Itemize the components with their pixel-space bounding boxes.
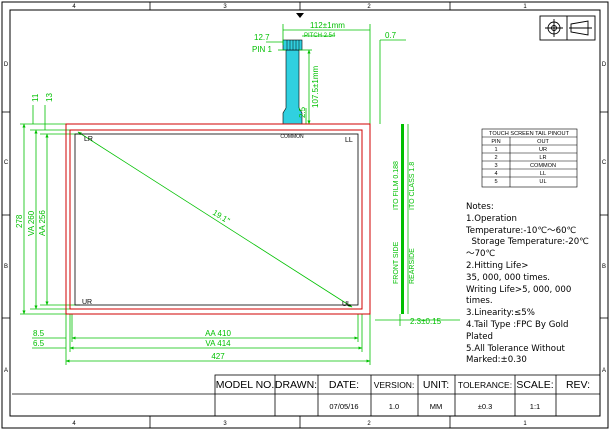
pinout-out-3: COMMON xyxy=(530,163,556,169)
pinout-out-5: UL xyxy=(539,179,546,185)
zone-right-c: C xyxy=(602,160,607,166)
title-model-label: MODEL NO. xyxy=(216,379,275,391)
pinout-out-1: UR xyxy=(539,147,547,153)
zone-ticks xyxy=(2,2,608,428)
zone-top-4: 4 xyxy=(72,4,76,10)
pinout-pin-4: 4 xyxy=(494,171,497,177)
dim-top-offset-1: 11 xyxy=(31,93,40,102)
title-tolerance-label: TOLERANCE: xyxy=(458,380,512,390)
dim-thickness: 0.7 xyxy=(385,31,397,40)
zone-top-1: 1 xyxy=(523,4,527,10)
zone-right-b: B xyxy=(602,264,606,270)
note-line: 5.All Tolerance Without xyxy=(466,343,565,354)
dim-tail-stub: 2.5 xyxy=(298,106,307,118)
dim-height-outer: 278 xyxy=(15,214,24,228)
zone-left-b: B xyxy=(4,264,8,270)
dim-top-offset-2: 13 xyxy=(45,93,54,102)
note-line: ～70℃ xyxy=(466,249,496,260)
note-line: 1.Operation xyxy=(466,213,517,224)
dim-diagonal: 19.1" xyxy=(211,208,232,225)
note-line: Temperature:-10℃～60℃ xyxy=(466,225,577,236)
title-date-label: DATE: xyxy=(329,379,359,391)
pinout-pin-1: 1 xyxy=(494,147,497,153)
title-drawn-label: DRAWN: xyxy=(275,379,317,391)
note-line: Marked:±0.30 xyxy=(466,355,527,366)
zone-left-c: C xyxy=(4,160,9,166)
frame-center-mark xyxy=(296,13,304,18)
dim-width-va: VA 414 xyxy=(205,339,231,348)
title-version-label: VERSION: xyxy=(374,380,415,390)
pinout-table xyxy=(481,128,578,188)
zone-bottom-4: 4 xyxy=(72,421,76,427)
dimension-lines xyxy=(20,24,460,365)
ito-film-bar xyxy=(401,124,404,314)
corner-ur: UR xyxy=(82,299,92,306)
notes-heading: Notes: xyxy=(466,202,494,212)
pinout-out-2: LR xyxy=(539,155,546,161)
corner-lr: LR xyxy=(84,136,93,143)
note-line: Plated xyxy=(466,331,493,342)
panel-outline xyxy=(65,123,371,315)
dim-pitch-total: 112±1mm xyxy=(310,21,345,30)
dim-tail-offset: 12.7 xyxy=(254,33,270,42)
pinout-header-pin: PIN xyxy=(491,139,500,145)
title-unit-label: UNIT: xyxy=(423,379,449,391)
dim-side-offset-2: 6.5 xyxy=(33,339,45,348)
zone-top-3: 3 xyxy=(223,4,227,10)
dim-edge: 2.3±0.15 xyxy=(410,317,442,326)
zone-left-a: A xyxy=(4,368,8,374)
fpc-pins xyxy=(286,40,300,50)
label-ito-film: ITO FILM 0.188 xyxy=(393,161,400,210)
active-area xyxy=(74,133,359,306)
dim-side-offset-1: 8.5 xyxy=(33,329,45,338)
title-rev-label: REV: xyxy=(566,379,590,391)
note-line: 35, 000, 000 times. xyxy=(466,272,551,283)
zone-bottom-1: 1 xyxy=(523,421,527,427)
zone-right-a: A xyxy=(602,368,606,374)
note-line: 2.Hitting Life> xyxy=(466,260,529,271)
corner-ul: UL xyxy=(342,301,351,308)
note-line: times. xyxy=(466,296,493,307)
label-front-side: FRONT SIDE xyxy=(393,241,400,284)
viewing-area xyxy=(69,129,363,310)
corner-ll: LL xyxy=(345,137,353,144)
zone-top-2: 2 xyxy=(367,4,371,10)
dim-height-aa: AA 256 xyxy=(38,210,47,236)
pinout-pin-3: 3 xyxy=(494,163,497,169)
label-ito-class: ITO CLASS 1.8 xyxy=(409,162,416,210)
title-scale-label: SCALE: xyxy=(516,379,553,391)
dim-tail-length: 107.5±1mm xyxy=(311,65,320,108)
dim-width-outer: 427 xyxy=(211,352,225,361)
note-line: 4.Tail Type :FPC By Gold xyxy=(466,319,569,330)
note-line: Storage Temperature:-20℃ xyxy=(466,237,589,248)
label-rear-side: REARSIDE xyxy=(409,248,416,284)
pinout-title: TOUCH SCREEN TAIL PINOUT xyxy=(489,131,570,137)
zone-bottom-2: 2 xyxy=(367,421,371,427)
pinout-header-out: OUT xyxy=(537,139,549,145)
note-line: Writing Life>5, 000, 000 xyxy=(466,284,572,295)
dim-height-va: VA 260 xyxy=(27,210,36,236)
title-unit-value: MM xyxy=(430,402,443,411)
title-tolerance-value: ±0.3 xyxy=(478,402,493,411)
dim-width-aa: AA 410 xyxy=(205,329,231,338)
title-block xyxy=(12,374,601,417)
dim-pin1: PIN 1 xyxy=(252,45,273,54)
title-date-value: 07/05/16 xyxy=(329,402,358,411)
pinout-out-4: LL xyxy=(540,171,546,177)
pinout-pin-2: 2 xyxy=(494,155,497,161)
zone-right-d: D xyxy=(602,62,607,68)
zone-left-d: D xyxy=(4,62,9,68)
projection-symbol-icon xyxy=(539,15,596,41)
label-common: COMMON xyxy=(280,134,304,140)
notes-block: Notes: 1.Operation Temperature:-10℃～60℃ … xyxy=(466,202,606,367)
pinout-pin-5: 5 xyxy=(494,179,497,185)
note-line: 3.Linearity:≤5% xyxy=(466,308,535,319)
title-scale-value: 1:1 xyxy=(530,402,540,411)
dim-pitch: PITCH 2.54 xyxy=(304,33,336,39)
zone-bottom-3: 3 xyxy=(223,421,227,427)
title-version-value: 1.0 xyxy=(389,402,399,411)
